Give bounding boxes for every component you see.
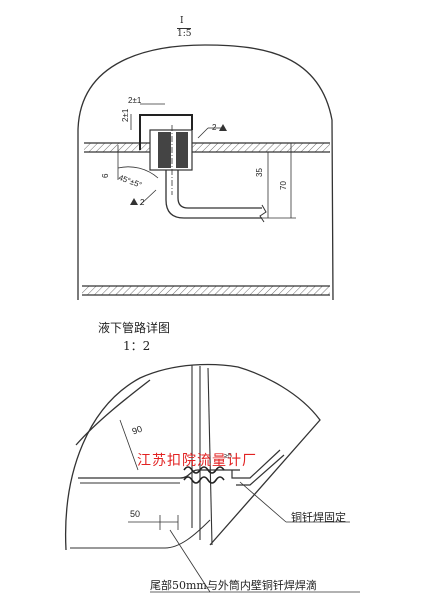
weld-symbol-bottom: 2 [140, 198, 145, 207]
leader-tail [169, 529, 211, 593]
detail1-pipe [165, 170, 267, 223]
detail2-vertical-plate [191, 365, 213, 546]
dim-small: ≥5 [224, 453, 232, 460]
detail1-top-plate [84, 142, 330, 153]
weld-symbol-top: 2 [212, 123, 217, 132]
detail2-outer-shell [64, 363, 321, 551]
detail2-inner-wall [78, 469, 240, 479]
weld-triangle-bottom-icon [130, 198, 138, 205]
dim-90-line [119, 419, 139, 471]
dim-50: 50 [130, 509, 141, 519]
watermark-text: 江苏扣院流量计厂 [137, 453, 257, 469]
detail1-scale: 1:5 [177, 29, 192, 39]
detail1-id: I [180, 16, 184, 26]
detail2-tail-pipe [231, 449, 285, 486]
weld-triangle-icon [219, 124, 227, 131]
detail1-fitting [139, 114, 193, 195]
detail1-dimension-lines [117, 103, 296, 219]
detail2-scale: 1：2 [123, 339, 151, 353]
detail2-inner-arc [75, 379, 151, 446]
dim-2pm1-horizontal: 2±1 [128, 96, 142, 105]
detail2-title: 液下管路详图 [98, 321, 171, 335]
callout-tail-braze: 尾部50mm与外筒内壁铜钎焊焊滴 [150, 579, 317, 592]
callout-braze-fix: 铜钎焊固定 [291, 511, 346, 524]
leader-fix [239, 481, 287, 523]
dim-50-lines [128, 515, 179, 530]
detail1-bottom-plate [82, 285, 330, 296]
detail2-bottom-edge [70, 519, 211, 549]
detail1-id-underline [177, 28, 191, 29]
detail1-dome-outline [77, 44, 334, 301]
detail2-coil [183, 466, 225, 484]
